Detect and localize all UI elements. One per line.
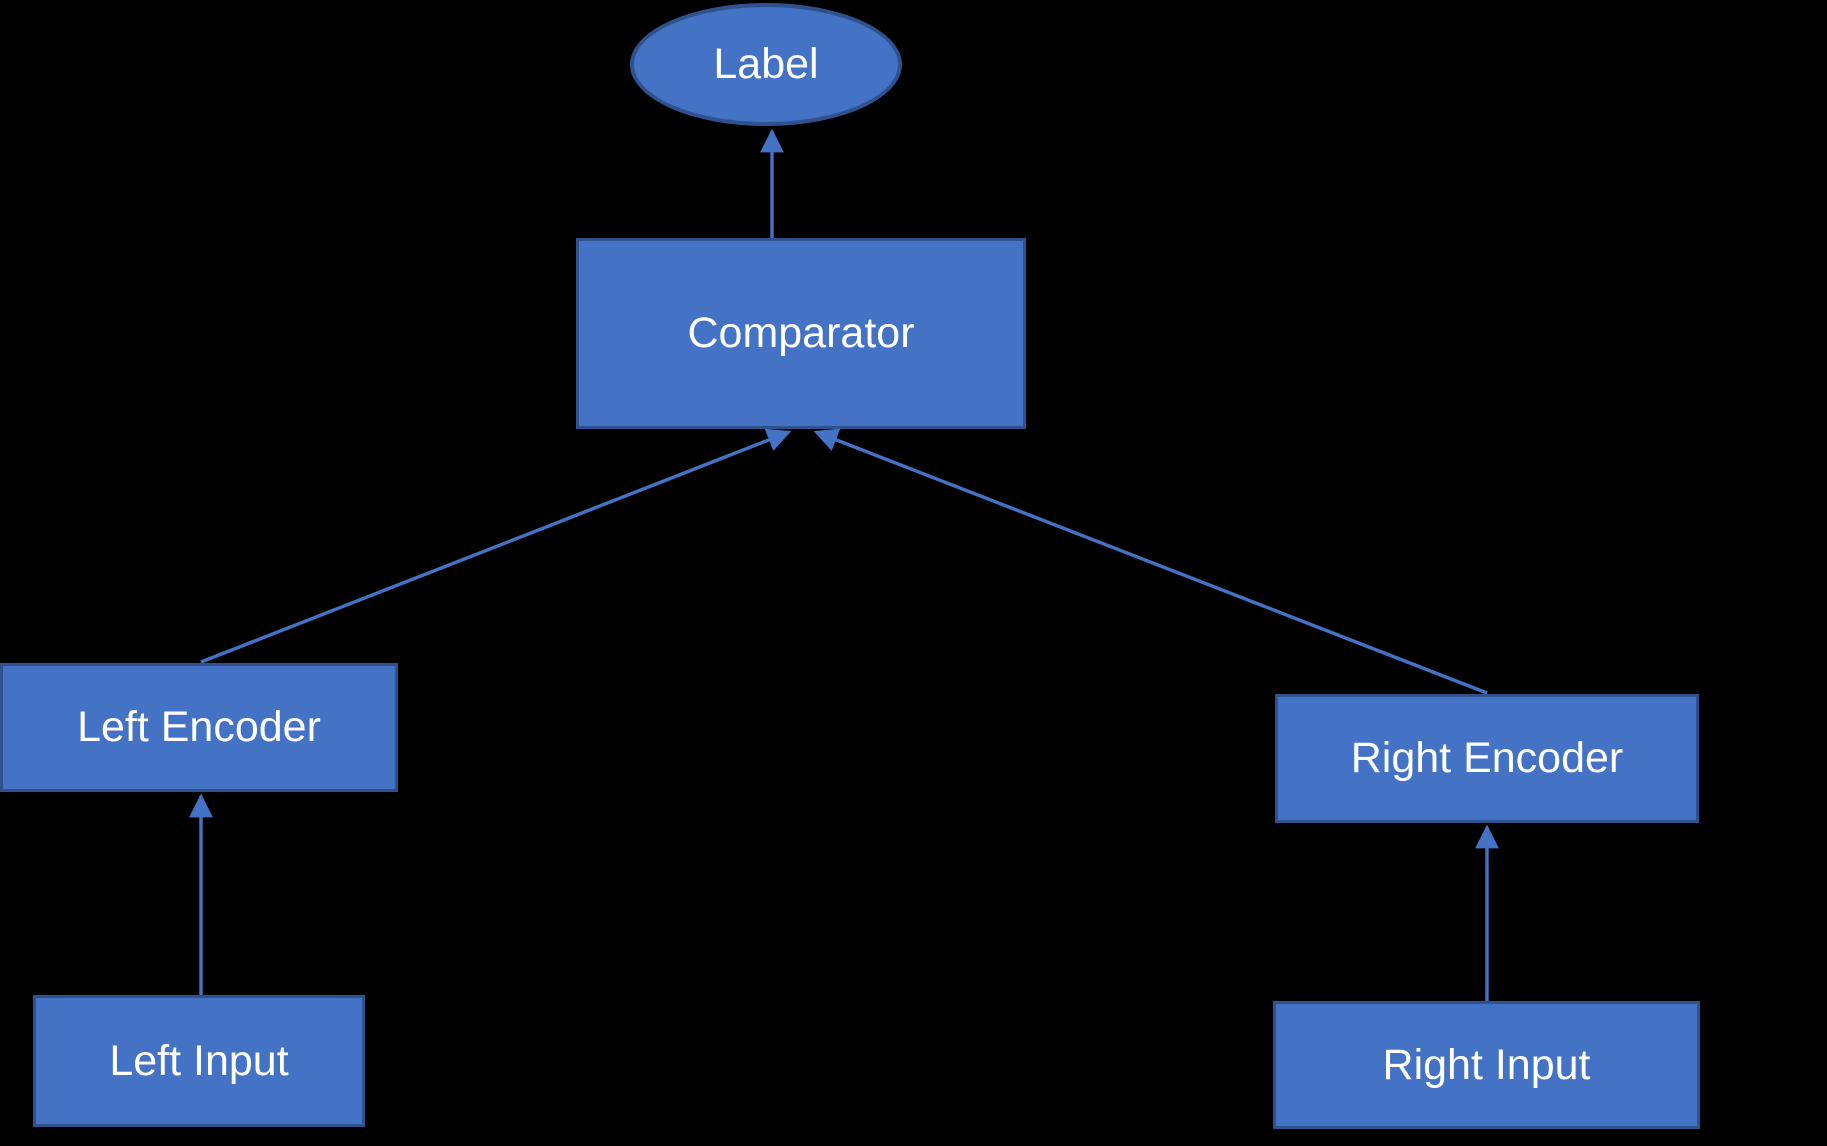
node-left-input: Left Input [33, 995, 365, 1127]
node-right-encoder: Right Encoder [1275, 694, 1699, 823]
node-left-encoder-text: Left Encoder [77, 703, 321, 751]
node-label: Label [630, 3, 902, 126]
node-left-encoder: Left Encoder [0, 663, 398, 792]
edge-left-encoder-to-comparator [200, 428, 792, 664]
node-right-input: Right Input [1273, 1001, 1700, 1129]
node-right-encoder-text: Right Encoder [1350, 734, 1624, 782]
edge-right-encoder-to-comparator [813, 428, 1488, 695]
node-left-input-text: Left Input [109, 1036, 289, 1085]
node-right-input-text: Right Input [1382, 1040, 1591, 1089]
node-label-text: Label [713, 40, 819, 88]
node-comparator-text: Comparator [687, 309, 915, 357]
node-comparator: Comparator [576, 238, 1026, 429]
